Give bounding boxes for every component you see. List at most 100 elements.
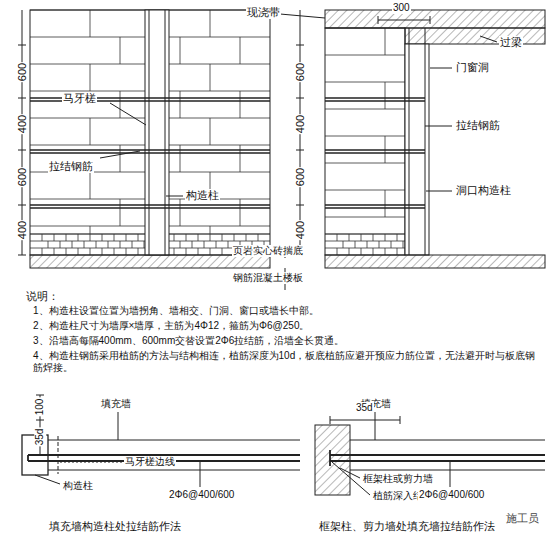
block-joint	[234, 234, 235, 241]
block-joint	[90, 172, 91, 199]
block-joint	[379, 241, 380, 248]
block-joint	[120, 241, 121, 248]
note-line: 4、构造柱钢筋采用植筋的方法与结构相连，植筋深度为10d，板底植筋应避开预应力筋…	[32, 350, 544, 373]
block-joint	[343, 241, 344, 248]
block-joint	[66, 248, 67, 255]
dimension: 400	[16, 220, 29, 240]
block-joint	[138, 234, 139, 241]
block-joint	[126, 234, 127, 241]
rebar-spec: 2Φ6@400/600	[418, 489, 485, 501]
block-joint	[144, 241, 145, 248]
block-joint	[54, 234, 55, 241]
block-joint	[66, 234, 67, 241]
callout-label: 页岩实心砖揣底	[232, 245, 304, 257]
block-joint	[349, 248, 350, 255]
block-joint	[222, 248, 223, 255]
callout-label: 马牙槎边线	[124, 456, 176, 468]
dimension: 100	[34, 398, 46, 417]
block-joint	[210, 234, 211, 241]
block-joint	[126, 248, 127, 255]
note-line: 3、沿墙高每隔400mm、600mm交替设置2Φ6拉结筋，沿墙全长贯通。	[32, 335, 544, 347]
block-joint	[192, 241, 193, 248]
block-joint	[102, 234, 103, 241]
block-joint	[204, 241, 205, 248]
note-line: 1、构造柱设置位置为墙拐角、墙相交、门洞、窗口或墙长中部。	[32, 305, 544, 317]
callout-label: 洞口构造柱	[455, 184, 512, 197]
block-joint	[174, 248, 175, 255]
block-joint	[240, 199, 241, 226]
block-joint	[120, 145, 121, 172]
dimension: 35d	[355, 402, 374, 414]
block-joint	[108, 241, 109, 248]
block-joint	[120, 199, 121, 226]
block-joint	[361, 248, 362, 255]
callout-label: 拉结钢筋	[48, 160, 94, 173]
dimension: 400	[16, 114, 29, 134]
block-joint	[90, 248, 91, 255]
block-joint	[120, 37, 121, 64]
callout-label: 现浇带	[246, 6, 281, 19]
block-joint	[90, 226, 91, 234]
block-joint	[325, 136, 405, 137]
block-joint	[72, 241, 73, 248]
block-joint	[385, 234, 386, 241]
block-joint	[138, 248, 139, 255]
block-joint	[210, 248, 211, 255]
block-joint	[240, 37, 241, 64]
dimension: 35d	[34, 428, 46, 447]
block-joint	[325, 241, 405, 242]
detail-caption: 框架柱、剪力墙处填充墙拉结筋作法	[318, 520, 496, 532]
note-line: 2、构造柱尺寸为墙厚×墙厚，主筋为4Φ12，箍筋为Φ6@250。	[32, 320, 544, 332]
block-joint	[325, 109, 405, 110]
notes-heading: 说明：	[25, 290, 60, 302]
callout-label: 钢筋混凝土楼板	[232, 272, 304, 284]
callout-label: 过梁	[499, 36, 523, 49]
block-joint	[210, 118, 211, 145]
rebar-spec: 2Φ6@400/600	[168, 489, 235, 501]
block-joint	[54, 248, 55, 255]
callout-label: 门窗洞	[455, 61, 490, 74]
block-joint	[337, 234, 338, 241]
callout-label: 马牙槎	[62, 92, 97, 105]
block-joint	[198, 234, 199, 241]
dimension: 400	[294, 220, 307, 240]
block-joint	[180, 91, 181, 118]
block-joint	[355, 241, 356, 248]
dimension: 600	[16, 167, 29, 187]
block-joint	[60, 241, 61, 248]
block-joint	[90, 118, 91, 145]
block-joint	[385, 82, 386, 109]
block-joint	[78, 248, 79, 255]
block-joint	[240, 145, 241, 172]
block-joint	[385, 28, 386, 55]
block-joint	[114, 248, 115, 255]
dimension: 600	[294, 167, 307, 187]
block-joint	[180, 37, 181, 64]
block-joint	[48, 241, 49, 248]
dimension: 400	[294, 114, 307, 134]
block-joint	[325, 190, 405, 191]
block-joint	[42, 234, 43, 241]
callout-label: 框架柱或剪力墙	[362, 473, 434, 485]
block-joint	[385, 190, 386, 217]
block-joint	[373, 248, 374, 255]
callout-label: 填充墙	[100, 398, 132, 410]
block-joint	[325, 55, 405, 56]
block-joint	[186, 248, 187, 255]
block-joint	[373, 234, 374, 241]
block-joint	[222, 234, 223, 241]
block-joint	[174, 234, 175, 241]
block-joint	[132, 241, 133, 248]
block-joint	[114, 234, 115, 241]
block-joint	[210, 64, 211, 91]
block-joint	[367, 241, 368, 248]
watermark: 施工员	[505, 512, 540, 525]
detail-caption: 填充墙构造柱处拉结筋作法	[48, 520, 182, 532]
block-joint	[42, 248, 43, 255]
block-joint	[180, 241, 181, 248]
block-joint	[325, 82, 405, 83]
block-joint	[391, 241, 392, 248]
block-joint	[397, 248, 398, 255]
block-joint	[210, 226, 211, 234]
block-joint	[186, 234, 187, 241]
